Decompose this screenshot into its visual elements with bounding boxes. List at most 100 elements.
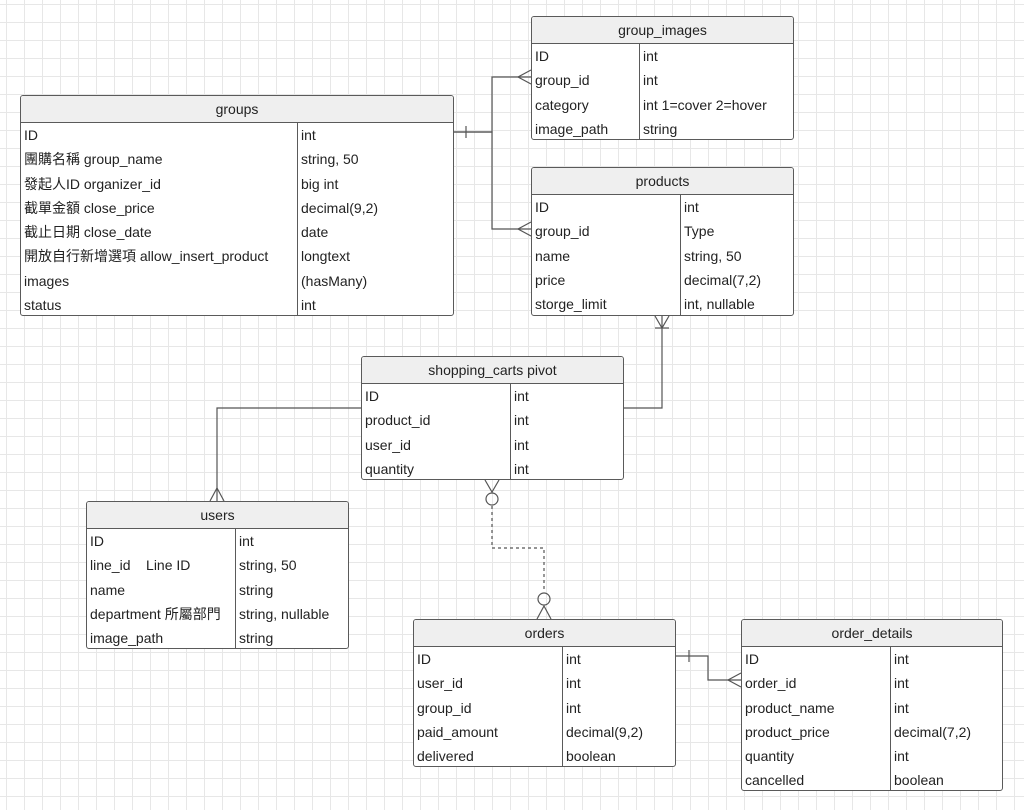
table-title: order_details — [742, 620, 1002, 647]
column-name: user_id — [362, 432, 511, 457]
column-type: string — [239, 630, 274, 647]
table-orders[interactable]: orders ID int user_id int group_id int p… — [413, 619, 676, 767]
zero-mark-orders — [537, 592, 551, 606]
column-name: ID — [87, 529, 236, 554]
column-type: string, 50 — [684, 247, 742, 264]
table-title: shopping_carts pivot — [362, 357, 623, 384]
column-name: product_price — [742, 719, 891, 745]
table-row: delivered boolean — [414, 744, 675, 766]
table-products[interactable]: products ID int group_id Type name strin… — [531, 167, 794, 316]
column-name: quantity — [362, 456, 511, 479]
column-name: ID — [21, 123, 298, 148]
column-type: int — [514, 388, 529, 404]
table-row: product_name int — [742, 695, 1002, 720]
column-name: price — [532, 267, 681, 293]
column-name: category — [532, 92, 640, 117]
column-name: product_name — [742, 695, 891, 720]
table-row: status int — [21, 293, 453, 315]
table-row: ID int — [532, 44, 793, 69]
table-row: group_id int — [532, 68, 793, 93]
column-type: int, nullable — [684, 296, 755, 313]
table-row: storge_limit int, nullable — [532, 292, 793, 315]
column-type: int — [566, 675, 581, 692]
crowfoot-orders — [536, 604, 552, 620]
crowfoot-products — [516, 221, 532, 237]
column-name: 團購名稱 group_name — [21, 147, 298, 172]
column-name: image_path — [87, 626, 236, 648]
column-type: string, 50 — [301, 151, 359, 168]
column-name: user_id — [414, 671, 563, 696]
column-type: int — [643, 72, 658, 89]
table-row: quantity int — [742, 744, 1002, 769]
connector-orders-order-details — [675, 655, 741, 681]
column-name: group_id — [532, 219, 681, 244]
table-row: 截止日期 close_date date — [21, 220, 453, 245]
table-row: department 所屬部門 string, nullable — [87, 601, 348, 627]
table-order-details[interactable]: order_details ID int order_id int produc… — [741, 619, 1003, 791]
table-title: group_images — [532, 17, 793, 44]
table-row: order_id int — [742, 671, 1002, 696]
column-type: int — [684, 199, 699, 215]
column-type: int — [301, 297, 316, 314]
column-type: int — [566, 699, 581, 716]
column-type: int — [514, 460, 529, 477]
table-groups[interactable]: groups ID int 團購名稱 group_name string, 50… — [20, 95, 454, 316]
table-title: users — [87, 502, 348, 529]
column-type: boolean — [894, 772, 944, 789]
column-name: 截單金額 close_price — [21, 195, 298, 221]
column-type: int — [894, 748, 909, 765]
column-name: image_path — [532, 116, 640, 139]
connector-cart-users — [216, 407, 361, 501]
column-name: ID — [532, 195, 681, 220]
table-row: ID int — [362, 384, 623, 409]
table-row: price decimal(7,2) — [532, 267, 793, 293]
column-name: delivered — [414, 744, 563, 766]
column-type: int 1=cover 2=hover — [643, 96, 767, 113]
table-row: 截單金額 close_price decimal(9,2) — [21, 195, 453, 221]
table-title: products — [532, 168, 793, 195]
table-row: quantity int — [362, 456, 623, 479]
column-name: ID — [742, 647, 891, 672]
table-users[interactable]: users ID int line_id Line ID string, 50 … — [86, 501, 349, 649]
column-name: status — [21, 293, 298, 315]
column-type: int — [239, 533, 254, 549]
column-name: ID — [414, 647, 563, 672]
column-type: Type — [684, 223, 715, 240]
column-name: 開放自行新增選項 allow_insert_product — [21, 244, 298, 269]
crowfoot-users — [209, 486, 225, 502]
column-type: int — [894, 675, 909, 692]
column-type: int — [643, 48, 658, 64]
table-row: 團購名稱 group_name string, 50 — [21, 147, 453, 172]
column-type: string, nullable — [239, 605, 330, 622]
table-row: ID int — [87, 529, 348, 554]
table-row: ID int — [742, 647, 1002, 672]
column-name: group_id — [414, 695, 563, 720]
table-row: group_id Type — [532, 219, 793, 244]
connector-cart-orders — [491, 506, 545, 592]
table-group-images[interactable]: group_images ID int group_id int categor… — [531, 16, 794, 140]
zero-mark-cart — [485, 492, 499, 506]
table-row: user_id int — [362, 432, 623, 457]
column-name: name — [532, 243, 681, 268]
column-name: 截止日期 close_date — [21, 220, 298, 245]
column-name: line_id Line ID — [87, 553, 236, 578]
column-type: boolean — [566, 748, 616, 765]
column-type: (hasMany) — [301, 272, 368, 289]
column-name: department 所屬部門 — [87, 601, 236, 627]
column-type: int — [894, 651, 909, 667]
crowfoot-products-cart — [654, 315, 670, 330]
table-shopping-carts[interactable]: shopping_carts pivot ID int product_id i… — [361, 356, 624, 480]
column-type: int — [566, 651, 581, 667]
column-name: order_id — [742, 671, 891, 696]
column-name: paid_amount — [414, 719, 563, 745]
table-row: ID int — [414, 647, 675, 672]
column-type: int — [894, 699, 909, 716]
crowfoot-group-images — [516, 69, 532, 85]
crowfoot-order-details — [726, 672, 742, 688]
table-row: 發起人ID organizer_id big int — [21, 171, 453, 196]
table-row: image_path string — [87, 626, 348, 648]
table-row: cancelled boolean — [742, 768, 1002, 790]
connector-groups-products — [453, 131, 531, 230]
column-type: int — [514, 436, 529, 453]
crowfoot-cart-bottom — [484, 479, 500, 494]
